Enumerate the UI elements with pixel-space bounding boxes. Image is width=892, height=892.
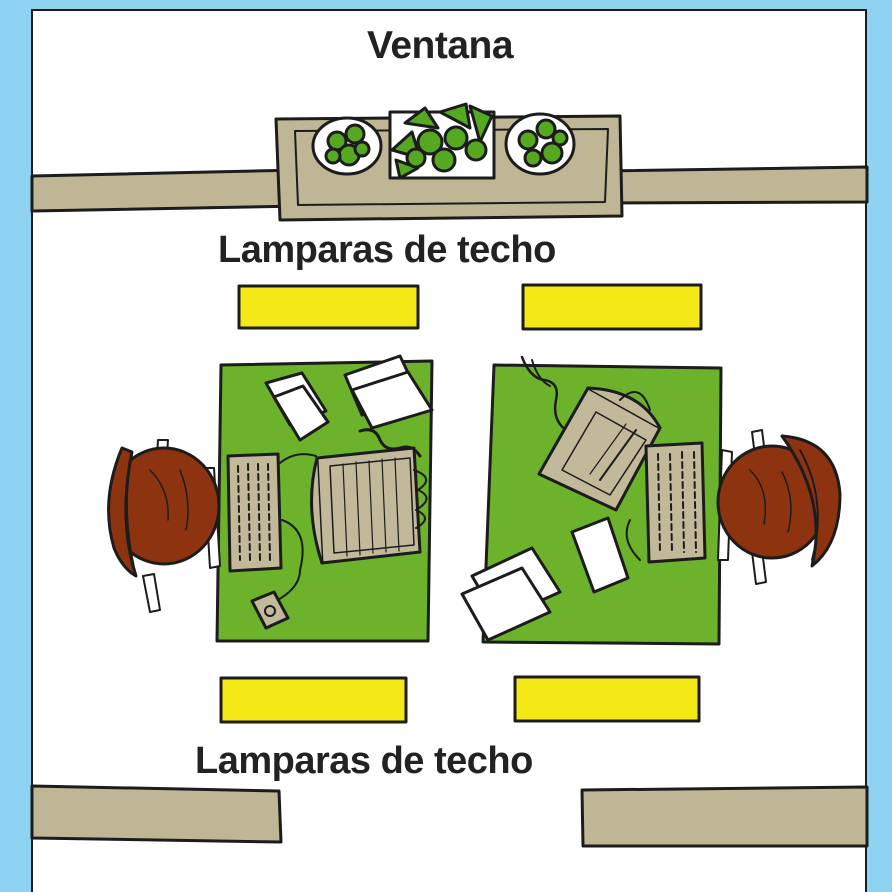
plant-icon <box>388 102 496 180</box>
wall-top-left <box>30 168 304 213</box>
mouse-icon <box>250 590 290 630</box>
desk-right <box>460 355 723 646</box>
ceiling-lamps-label-top: Lamparas de techo <box>218 229 556 271</box>
keyboard-icon <box>644 441 707 564</box>
lamp-icon <box>521 283 703 331</box>
wall-top-right <box>600 165 869 205</box>
plant-icon <box>311 116 383 176</box>
monitor-icon <box>537 386 662 512</box>
chair-icon <box>716 429 842 585</box>
plant-icon <box>504 112 576 176</box>
paper-icon <box>350 370 434 430</box>
wall-bottom-right <box>580 785 869 848</box>
paper-icon <box>570 516 630 594</box>
paper-icon <box>272 384 330 442</box>
keyboard-icon <box>226 452 283 573</box>
chair-icon <box>107 439 221 613</box>
wall-bottom-left <box>30 784 283 844</box>
paper-icon <box>460 566 552 642</box>
window-label: Ventana <box>367 24 514 67</box>
lamp-icon <box>219 676 408 724</box>
ceiling-lamps-label-bottom: Lamparas de techo <box>195 740 533 782</box>
monitor-icon <box>310 446 428 565</box>
desk-left <box>215 354 434 643</box>
lamp-icon <box>513 675 701 723</box>
lamp-icon <box>237 284 420 330</box>
